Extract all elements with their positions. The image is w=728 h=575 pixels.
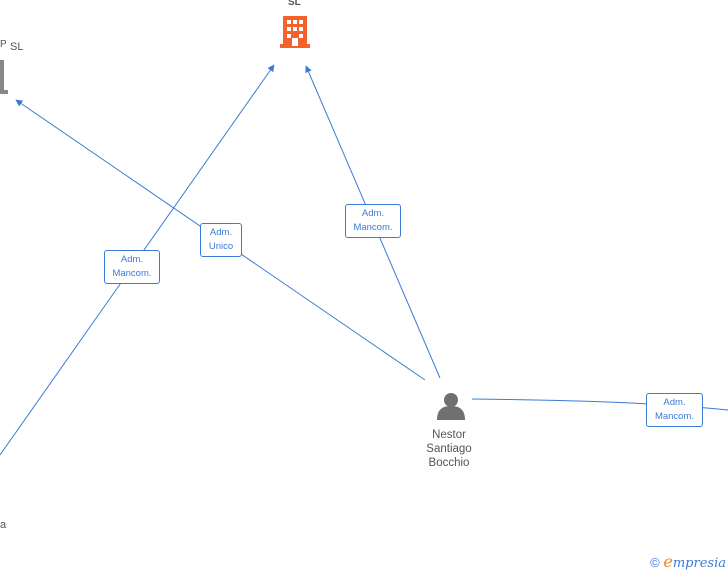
- edge-label-line1: Adm.: [120, 254, 144, 265]
- company-left-label: SL: [10, 41, 24, 53]
- edge-label-line1: Adm.: [361, 208, 385, 219]
- person-icon[interactable]: [437, 393, 465, 420]
- edge-label-line1: Adm.: [663, 397, 686, 408]
- edge-label-line2: Mancom.: [353, 222, 393, 233]
- brand-initial: e: [663, 552, 673, 571]
- edge-label-adm-mancom-right[interactable]: Adm. Mancom.: [646, 393, 703, 427]
- building-icon-left[interactable]: [0, 60, 8, 94]
- edge-label-line2: Mancom.: [654, 411, 695, 422]
- edge-label-line2: Unico: [208, 241, 234, 252]
- edge-label-adm-mancom-top[interactable]: Adm. Mancom.: [345, 204, 401, 238]
- brand-name: mpresia: [672, 556, 726, 571]
- edge-label-adm-unico[interactable]: Adm. Unico: [200, 223, 242, 257]
- empresia-logo: © empresia: [650, 552, 726, 571]
- edge-label-line2: Mancom.: [112, 268, 152, 279]
- edge-label-adm-mancom-left[interactable]: Adm. Mancom.: [104, 250, 160, 284]
- copyright-symbol: ©: [650, 555, 660, 570]
- company-bottom-left-label: a: [0, 519, 7, 531]
- building-icon[interactable]: [280, 16, 310, 48]
- edge-label-line1: Adm.: [209, 227, 233, 238]
- company-top-label: SL: [288, 0, 301, 8]
- company-left-prefix: P: [0, 39, 7, 50]
- person-name[interactable]: Nestor Santiago Bocchio: [426, 429, 472, 469]
